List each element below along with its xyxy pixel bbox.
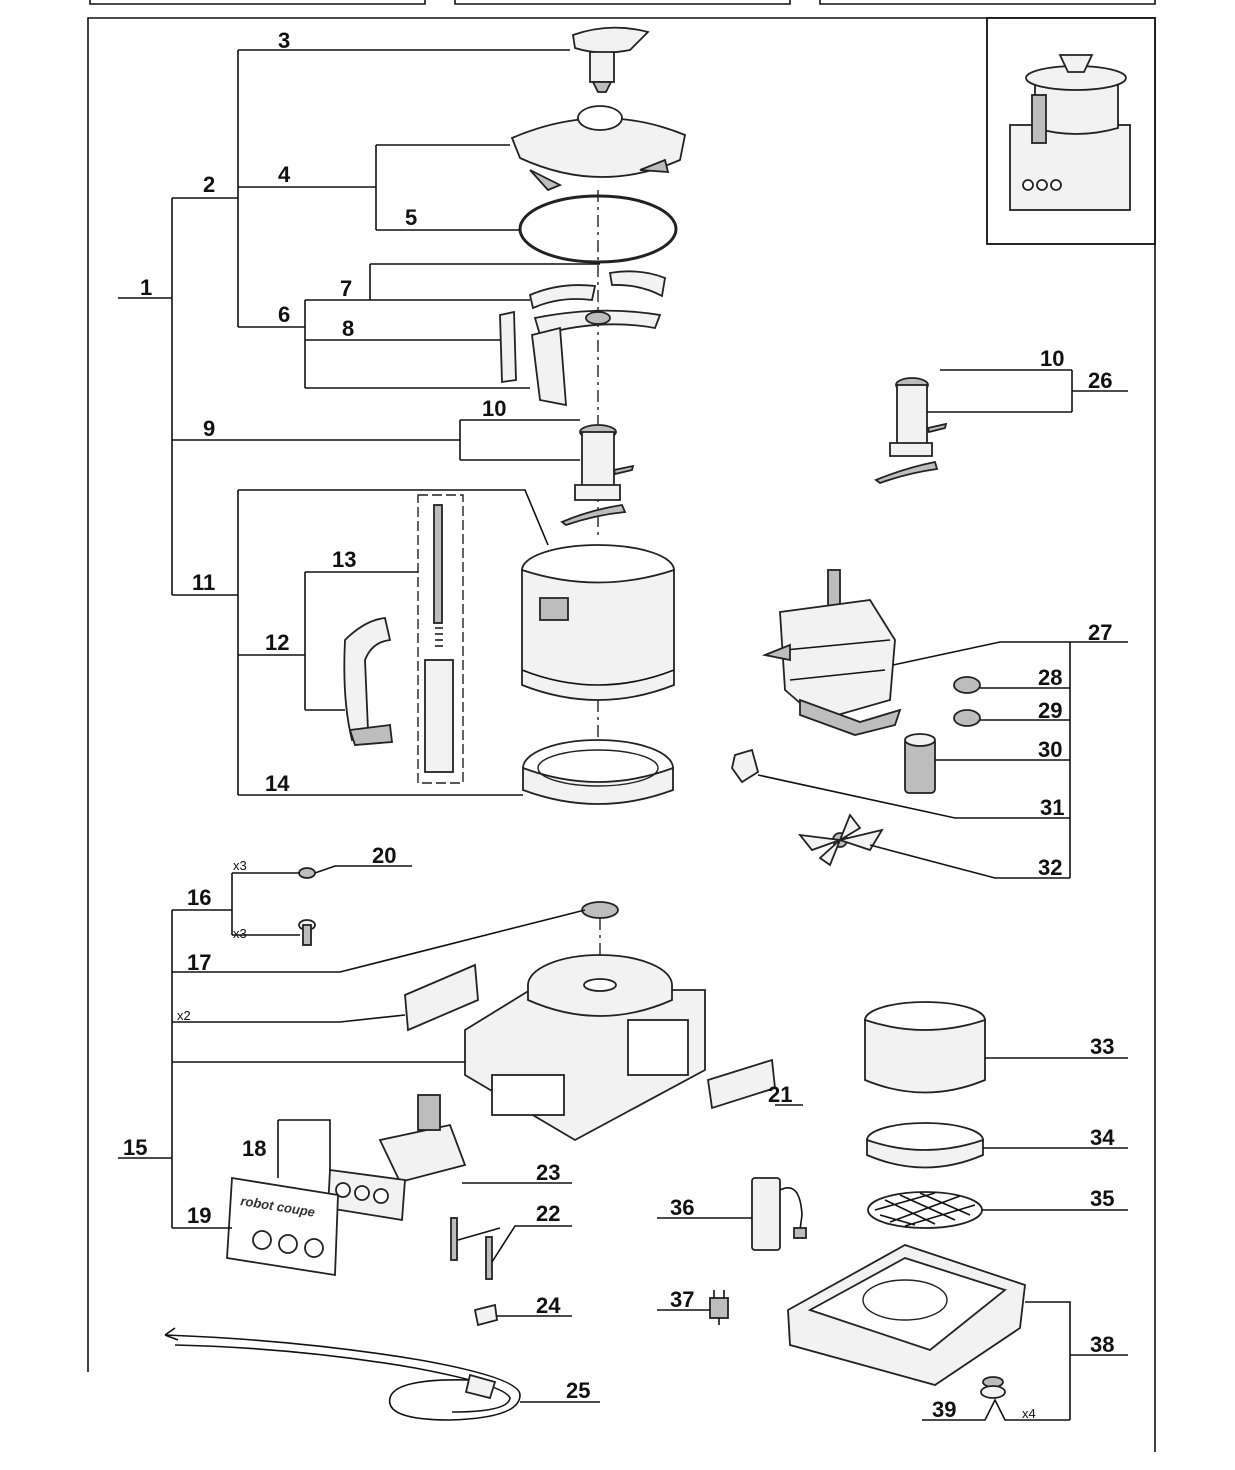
product-thumbnail — [986, 17, 1156, 245]
callout-4: 4 — [278, 162, 291, 187]
quantity-markers: x3 x3 x2 x4 — [177, 858, 1036, 1421]
part-thermal-switch — [751, 1177, 807, 1251]
callout-37: 37 — [670, 1287, 694, 1312]
callout-22: 22 — [536, 1201, 560, 1226]
callout-30: 30 — [1038, 737, 1062, 762]
header-tab-2 — [454, 0, 791, 5]
callout-35: 35 — [1090, 1186, 1114, 1211]
qty-x3-top: x3 — [233, 858, 247, 873]
callout-1: 1 — [140, 275, 152, 300]
callout-28: 28 — [1038, 665, 1062, 690]
part-motor — [761, 569, 902, 736]
callout-10-right: 10 — [1040, 346, 1064, 371]
callout-5: 5 — [405, 205, 417, 230]
callout-21: 21 — [768, 1082, 792, 1107]
callout-25: 25 — [566, 1378, 590, 1403]
part-switch-block — [378, 1094, 467, 1184]
qty-x3-bottom: x3 — [233, 926, 247, 941]
callout-12: 12 — [265, 630, 289, 655]
thumbnail-button-3 — [1050, 179, 1062, 191]
part-front-label: robot coupe — [226, 1176, 339, 1277]
part-bottom-base — [787, 1244, 1026, 1386]
callout-19: 19 — [187, 1203, 211, 1228]
part-bowl-handle — [343, 617, 394, 746]
thumbnail-handle — [1031, 94, 1047, 144]
callout-39: 39 — [932, 1397, 956, 1422]
part-ring — [866, 1122, 984, 1169]
thumbnail-funnel — [1058, 54, 1094, 73]
part-screw — [298, 919, 316, 946]
part-motor-sensor — [731, 748, 760, 784]
part-blade-assembly-right — [874, 377, 948, 485]
callout-6: 6 — [278, 302, 290, 327]
leader-lines — [118, 49, 1128, 1421]
part-bowl-base — [522, 739, 674, 805]
part-bearing-lower — [953, 709, 981, 727]
callout-15: 15 — [123, 1135, 147, 1160]
callout-10-center: 10 — [482, 396, 506, 421]
callout-26: 26 — [1088, 368, 1112, 393]
part-scraper-arm — [499, 310, 567, 407]
part-lid-seal — [518, 194, 678, 264]
thumbnail-button-1 — [1022, 179, 1034, 191]
callout-29: 29 — [1038, 698, 1062, 723]
callout-13: 13 — [332, 547, 356, 572]
part-safety-rod — [417, 494, 464, 784]
part-blade-assembly-center — [560, 424, 635, 527]
part-bearing-upper — [953, 676, 981, 694]
diagram-frame — [87, 17, 1156, 1452]
part-vent-grille-right — [707, 1058, 776, 1110]
header-tabs — [89, 0, 1156, 5]
callout-9: 9 — [203, 416, 215, 441]
header-tab-3 — [819, 0, 1156, 5]
callout-33: 33 — [1090, 1034, 1114, 1059]
callout-7: 7 — [340, 276, 352, 301]
callout-11: 11 — [192, 570, 215, 595]
part-scraper-blades — [528, 270, 667, 337]
part-filter-mesh — [867, 1191, 983, 1229]
callout-14: 14 — [265, 771, 290, 796]
part-cooling-housing — [864, 1001, 986, 1094]
part-motor-shaft-seal — [581, 901, 619, 919]
callout-3: 3 — [278, 28, 290, 53]
callout-2: 2 — [203, 172, 215, 197]
callout-24: 24 — [536, 1293, 561, 1318]
callout-18: 18 — [242, 1136, 266, 1161]
part-feed-funnel — [571, 26, 650, 93]
callout-36: 36 — [670, 1195, 694, 1220]
callout-23: 23 — [536, 1160, 560, 1185]
callout-38: 38 — [1090, 1332, 1114, 1357]
part-connector — [709, 1290, 729, 1325]
part-pin-1 — [450, 1217, 458, 1261]
qty-x4: x4 — [1022, 1406, 1036, 1421]
part-vent-grille-left — [404, 963, 479, 1032]
part-rubber-foot — [980, 1376, 1006, 1399]
callout-8: 8 — [342, 316, 354, 341]
part-cable-clip — [473, 1303, 498, 1327]
thumbnail-base — [1009, 124, 1131, 211]
part-power-cord — [164, 1327, 521, 1421]
callout-20: 20 — [372, 843, 396, 868]
part-button-panel — [327, 1168, 406, 1222]
thumbnail-button-2 — [1036, 179, 1048, 191]
qty-x2: x2 — [177, 1008, 191, 1023]
part-motor-base — [464, 954, 706, 1142]
part-fan — [797, 813, 884, 867]
header-tab-1 — [89, 0, 426, 5]
part-lid — [510, 105, 687, 192]
callout-numbers: 1 2 3 4 5 6 7 8 9 10 10 11 12 13 14 15 1… — [123, 28, 1115, 1422]
part-pin-2 — [485, 1236, 493, 1280]
callout-32: 32 — [1038, 855, 1062, 880]
part-bowl — [521, 544, 675, 701]
callout-27: 27 — [1088, 620, 1112, 645]
callout-31: 31 — [1040, 795, 1064, 820]
callout-17: 17 — [187, 950, 211, 975]
callout-34: 34 — [1090, 1125, 1115, 1150]
part-capacitor — [904, 733, 936, 794]
part-screw-cap — [298, 867, 316, 879]
callout-16: 16 — [187, 885, 211, 910]
